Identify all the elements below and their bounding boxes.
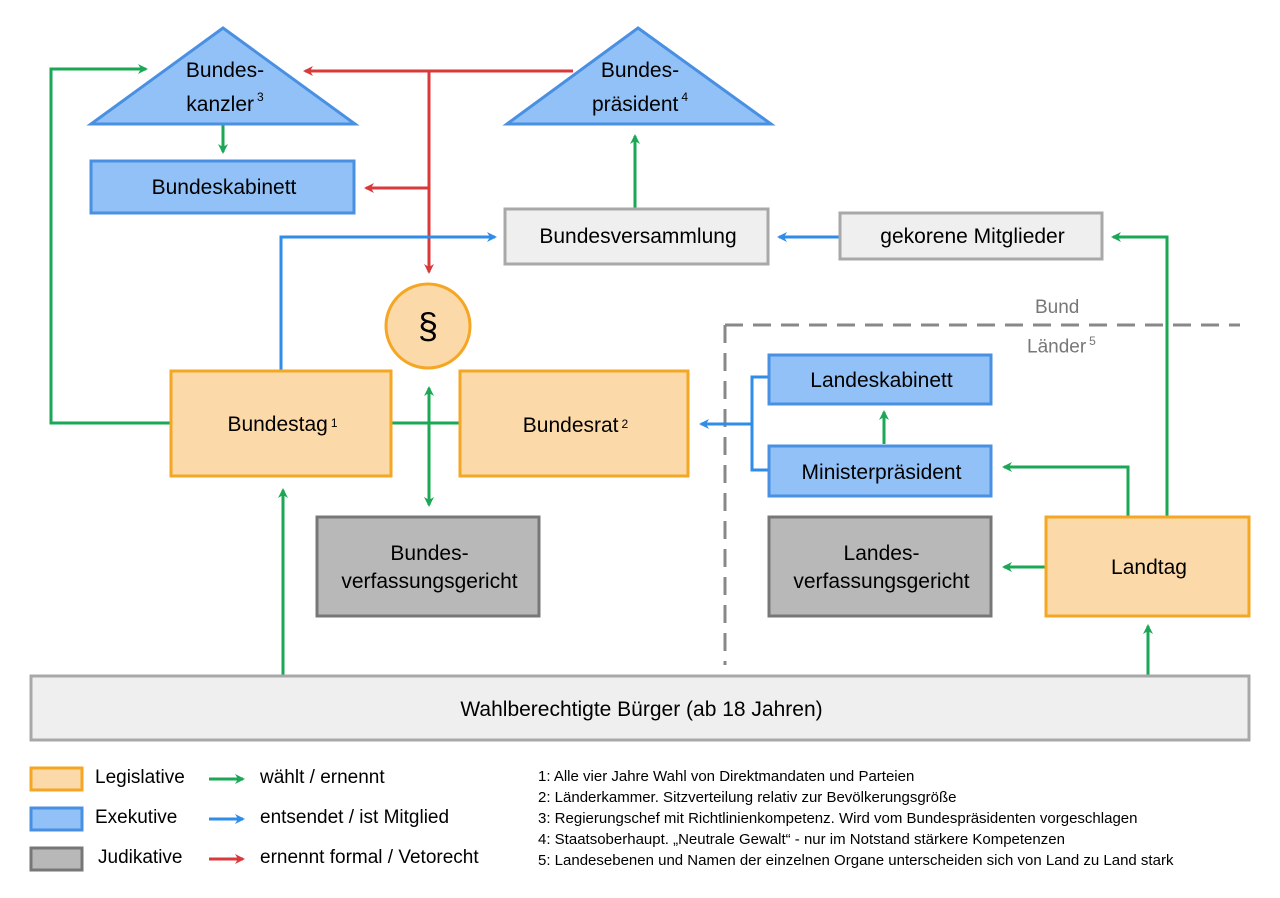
bundestag-sup: 1 [330,415,338,430]
green-arrows [49,64,1169,676]
bundesrat-sup: 2 [621,417,629,431]
level-separator [723,323,1240,665]
bundesverfassungsgericht-line1: Bundes- [390,542,469,565]
legend-executive-label: Exekutive [95,807,178,828]
legend-executive-swatch [29,806,84,832]
bundeskanzler-sup: 3 [257,90,264,104]
footnote-1: 1: Alle vier Jahre Wahl von Direktmandat… [538,768,915,785]
bundesversammlung-label: Bundesversammlung [539,225,737,248]
blue-arrows [279,232,840,472]
buerger-label: Wahlberechtigte Bürger (ab 18 Jahren) [460,697,823,721]
bundespraesident-shape [502,26,776,126]
bundeskabinett-label: Bundeskabinett [151,175,297,199]
legend-legislative-label: Legislative [95,767,185,788]
footnote-5: 5: Landesebenen und Namen der einzelnen … [538,852,1174,869]
buerger-shape [29,674,1251,742]
laender-text: Länder [1027,336,1087,358]
landeskabinett-label: Landeskabinett [810,369,953,392]
bundeskanzler-line2: kanzler [186,93,254,116]
landtag-shape [1044,515,1251,618]
bundeskabinett-shape [89,159,356,215]
bundesrat-shape [458,369,690,478]
bundestag-text: Bundestag [227,412,328,436]
landeskabinett-shape [767,353,993,406]
grundgesetz-paragraph-icon: § [417,305,439,346]
bundesverfassungsgericht-line2: verfassungsgericht [341,570,518,593]
bundestag-shape [169,369,393,478]
bundespraesident-line2: präsident [591,93,679,116]
ministerpraesident-shape [767,444,993,498]
legend-blue-label: entsendet / ist Mitglied [260,807,450,828]
bundesrat-text: Bundesrat [522,414,619,437]
legend-green-label: wählt / ernennt [260,767,385,788]
bundesverfassungsgericht-shape [315,515,541,618]
legend-judicative-label: Judikative [98,847,183,868]
legend-judicative-swatch [29,846,84,872]
legend-red-label: ernennt formal / Vetorecht [260,847,479,868]
bundespraesident-sup: 4 [681,90,689,104]
landesverfassungsgericht-line2: verfassungsgericht [793,570,970,593]
bundesverfassungsgericht-label: Bundes- verfassungsgericht [317,517,542,619]
landesverfassungsgericht-shape [767,515,993,618]
ministerpraesident-label: Ministerpräsident [801,460,962,484]
bundespraesident-line1: Bundes- [600,59,680,82]
bundeskanzler-line1: Bundes- [185,59,265,82]
gekorene-mitglieder-label: gekorene Mitglieder [880,225,1065,248]
legend-legislative-swatch [29,766,84,792]
landtag-label: Landtag [1111,556,1187,579]
bundesversammlung-shape [503,207,770,266]
footnote-2: 2: Länderkammer. Sitzverteilung relativ … [538,789,957,806]
landesverfassungsgericht-line1: Landes- [843,542,920,565]
landesverfassungsgericht-label: Landes- verfassungsgericht [769,517,994,619]
laender-sup: 5 [1089,334,1096,348]
bundeskanzler-shape [86,26,360,126]
footnote-3: 3: Regierungschef mit Richtlinienkompete… [538,810,1138,827]
gekorene-mitglieder-shape [838,211,1104,261]
grundgesetz-shape [384,282,472,370]
bund-label: Bund [1035,297,1080,318]
footnote-4: 4: Staatsoberhaupt. „Neutrale Gewalt“ - … [538,831,1065,848]
